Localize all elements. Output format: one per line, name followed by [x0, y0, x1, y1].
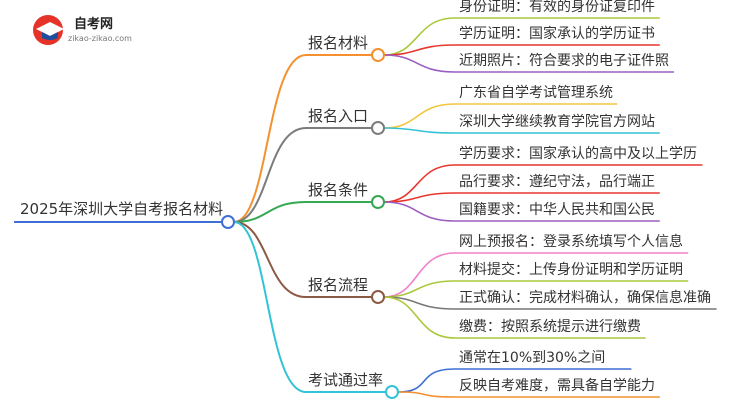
leaf-connector [383, 296, 456, 310]
leaf-connector [383, 252, 456, 298]
leaf-connector [397, 368, 456, 393]
branch-connector [233, 221, 307, 393]
branch-label: 报名材料 [308, 34, 369, 52]
leaf-connector [383, 54, 456, 73]
branch-connector [233, 201, 307, 223]
logo: 自考网 zikao-zikao.com [30, 10, 140, 54]
leaf-label: 缴费：按照系统提示进行缴费 [459, 319, 641, 335]
branch-node [371, 48, 385, 62]
leaf-label: 深圳大学继续教育学院官方网站 [459, 114, 655, 130]
leaf-label: 广东省自学考试管理系统 [459, 85, 613, 101]
leaf-label: 学历证明：国家承认的学历证书 [459, 26, 655, 42]
leaf-label: 身份证明：有效的身份证复印件 [459, 0, 655, 15]
root-topic: 2025年深圳大学自考报名材料 [20, 200, 224, 218]
branch-node [371, 290, 385, 304]
branch-label: 考试通过率 [308, 371, 384, 389]
leaf-connector [383, 201, 456, 222]
branch-label: 报名条件 [308, 181, 369, 199]
leaf-label: 国籍要求：中华人民共和国公民 [459, 202, 655, 218]
leaf-connector [383, 164, 456, 203]
leaf-connector [397, 391, 456, 398]
leaf-label: 网上预报名：登录系统填写个人信息 [459, 234, 683, 250]
leaf-label: 材料提交：上传身份证明和学历证明 [459, 262, 683, 278]
leaf-label: 品行要求：遵纪守法，品行端正 [459, 174, 655, 190]
branch-connector [233, 221, 307, 298]
graduation-cap-icon [33, 15, 64, 45]
leaf-label: 反映自考难度，需具备自学能力 [459, 378, 655, 394]
leaf-connector [383, 17, 456, 56]
branch-node [385, 385, 399, 399]
branch-node [371, 121, 385, 135]
leaf-connector [383, 296, 456, 339]
root-node [221, 215, 235, 229]
leaf-label: 通常在10%到30%之间 [459, 350, 606, 366]
branch-label: 报名入口 [308, 107, 369, 125]
leaf-connector [383, 127, 456, 134]
leaf-label: 近期照片：符合要求的电子证件照 [459, 53, 669, 69]
logo-url: zikao-zikao.com [68, 34, 132, 43]
branch-label: 报名流程 [308, 276, 369, 294]
branch-connector [233, 54, 307, 223]
branch-node [371, 195, 385, 209]
leaf-label: 学历要求：国家承认的高中及以上学历 [459, 146, 697, 162]
leaf-label: 正式确认：完成材料确认，确保信息准确 [459, 290, 711, 306]
branch-connector [233, 127, 307, 223]
logo-title: 自考网 [74, 17, 114, 32]
leaf-connector [383, 103, 456, 129]
